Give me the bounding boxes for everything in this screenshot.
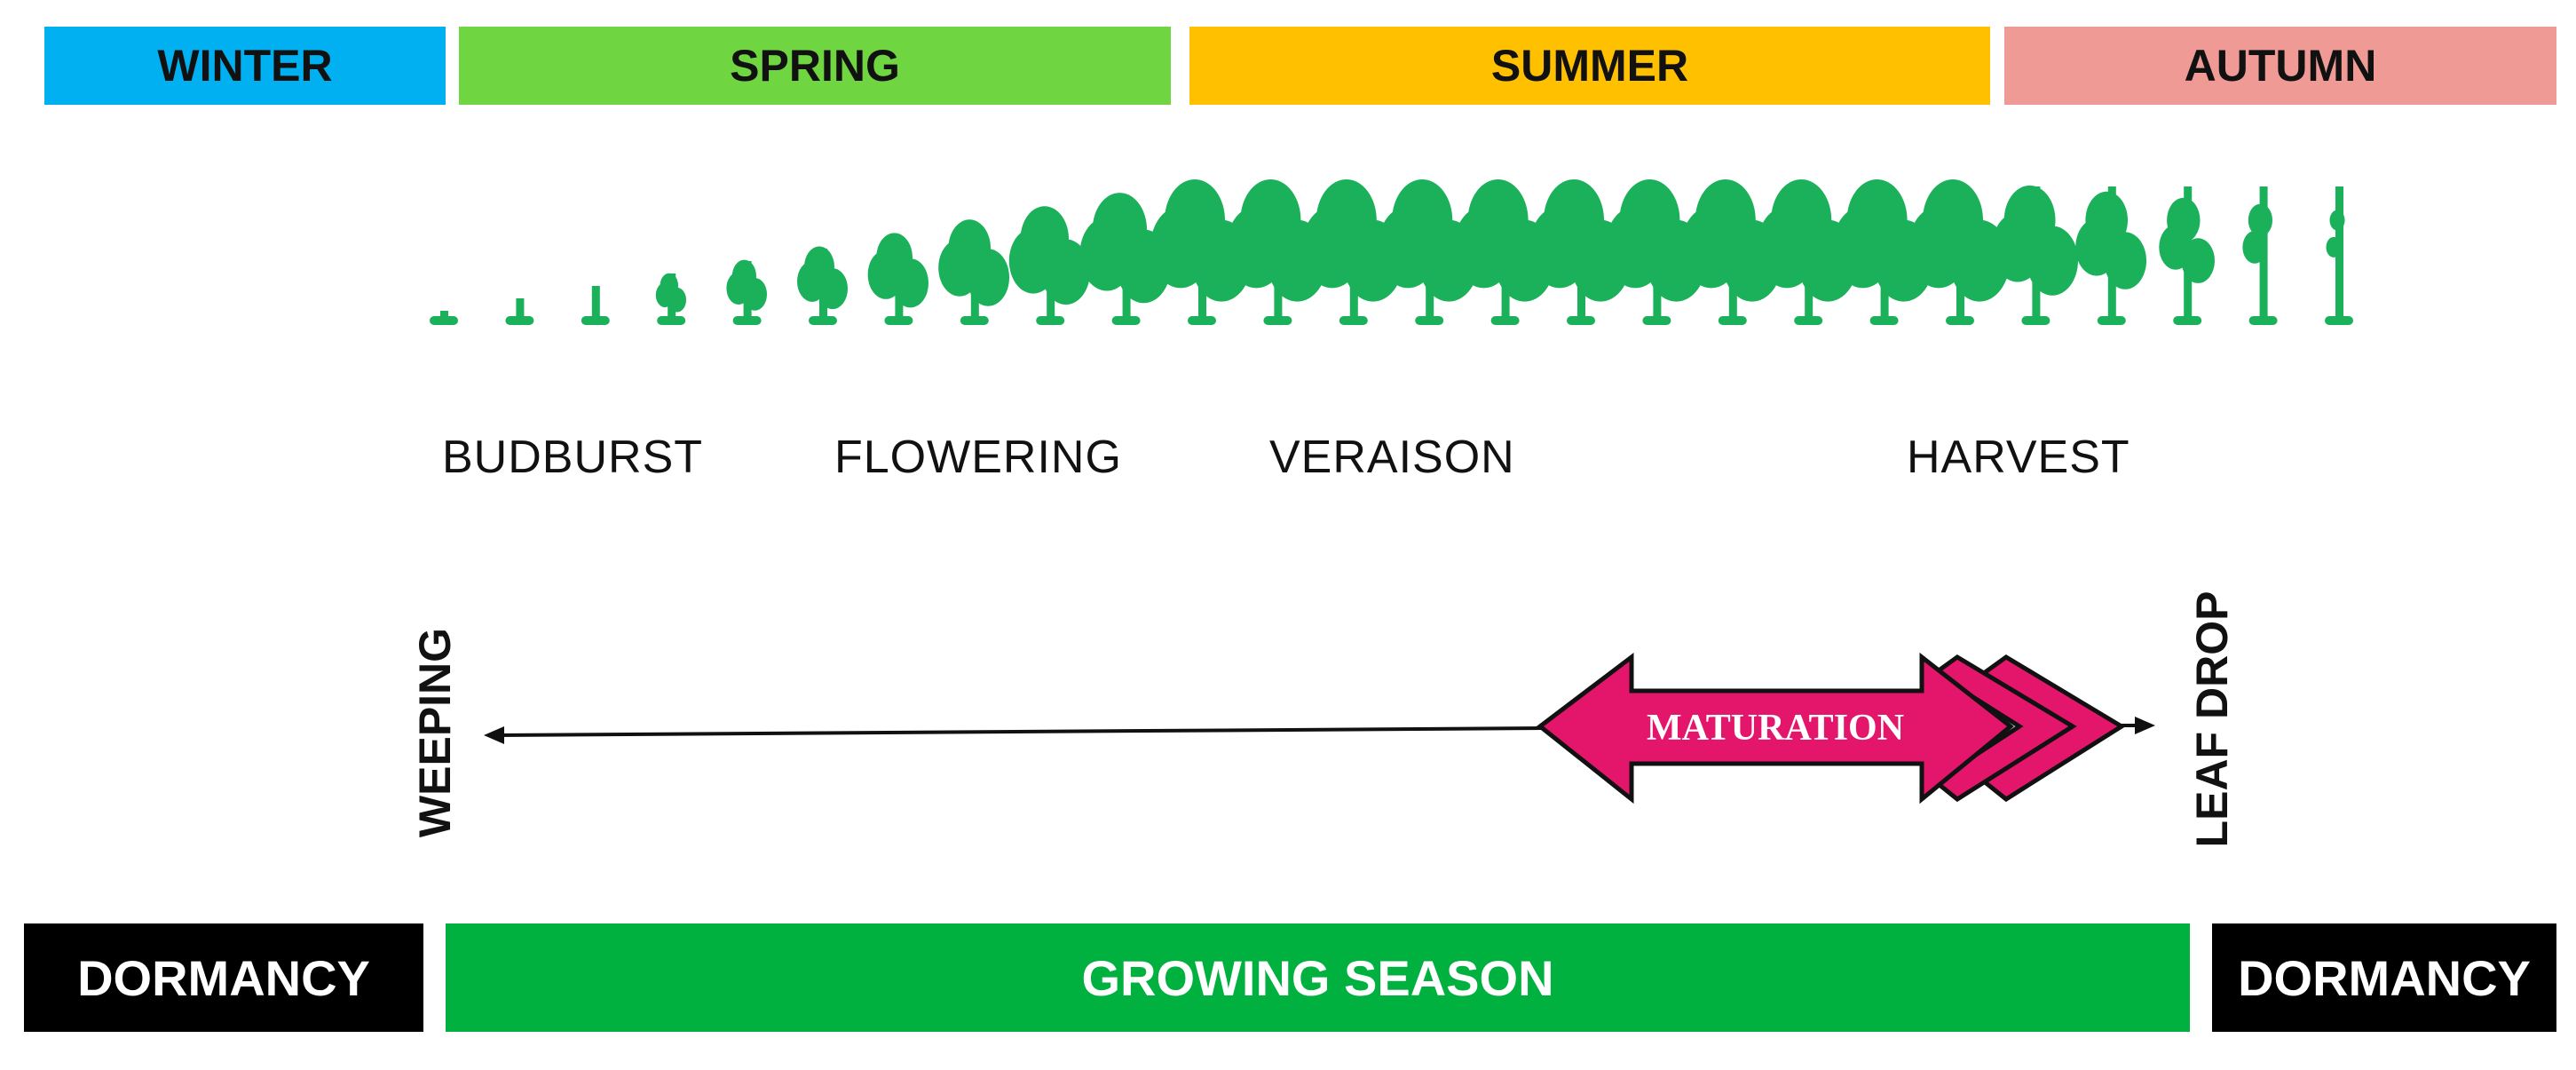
phase-growing-season: GROWING SEASON [446, 923, 2190, 1032]
vine-silhouette [2242, 186, 2278, 325]
vine-silhouette [938, 219, 1009, 325]
season-summer-label: SUMMER [1490, 41, 1689, 91]
vine-silhouette [2325, 186, 2353, 325]
vine-silhouette [430, 311, 458, 325]
leaf-drop-label: LEAF DROP [2187, 590, 2237, 848]
vine-silhouette [1226, 179, 1328, 325]
vine-silhouette [2159, 186, 2215, 325]
phase-dormancy-start-label: DORMANCY [77, 949, 370, 1006]
vine-silhouette [1832, 179, 1934, 325]
stage-budburst: BUDBURST [442, 432, 704, 483]
stage-veraison: VERAISON [1269, 432, 1515, 483]
vine-silhouette [867, 233, 928, 325]
season-winter: WINTER [44, 27, 446, 105]
stage-harvest: HARVEST [1907, 432, 2130, 483]
phase-dormancy-end: DORMANCY [2212, 923, 2556, 1032]
stage-flowering: FLOWERING [834, 432, 1122, 483]
weeping-label: WEEPING [410, 627, 460, 838]
season-summer: SUMMER [1189, 27, 1990, 105]
phase-dormancy-end-label: DORMANCY [2238, 949, 2531, 1006]
season-autumn: AUTUMN [2004, 27, 2556, 105]
vine-silhouette [505, 298, 534, 325]
season-autumn-label: AUTUMN [2184, 41, 2377, 91]
maturation-arrow [1536, 652, 2015, 804]
vine-silhouette [2075, 186, 2146, 325]
season-spring-label: SPRING [730, 41, 900, 91]
vine-silhouette [1992, 185, 2079, 325]
season-spring: SPRING [459, 27, 1171, 105]
vine-silhouette [726, 259, 768, 325]
phase-dormancy-start: DORMANCY [24, 923, 423, 1032]
vine-silhouette [655, 273, 686, 325]
vine-silhouette [797, 246, 848, 325]
season-winter-label: WINTER [157, 41, 333, 91]
vine-growth-sequence [430, 179, 2353, 325]
vine-silhouette [581, 286, 610, 325]
phase-growing-season-label: GROWING SEASON [1081, 949, 1554, 1006]
vine-silhouette [1008, 206, 1091, 325]
timeline-arrow [484, 717, 2155, 744]
maturation-label: MATURATION [1647, 708, 1904, 749]
